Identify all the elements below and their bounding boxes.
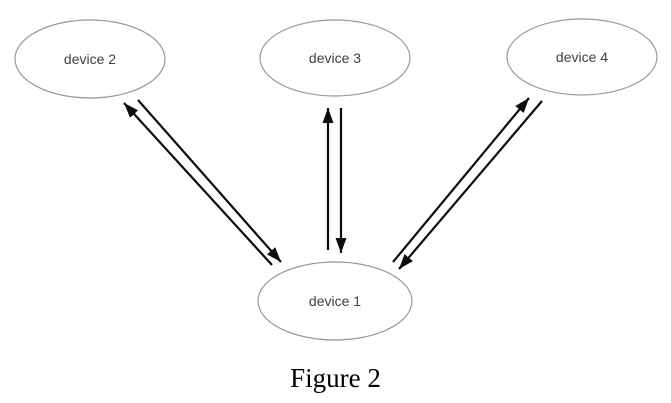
device-4-node [506,18,658,96]
arrow-device1-to-device2 [123,102,273,266]
device-3-node [259,19,411,97]
arrow-device4-to-device1 [398,100,543,270]
figure-caption: Figure 2 [290,363,381,393]
arrow-device2-to-device1 [137,99,282,263]
device-1-label: device 1 [309,293,361,309]
device-1-node [257,261,413,341]
device-2-label: device 2 [64,51,116,67]
device-2-node [14,19,166,99]
device-3-label: device 3 [309,50,361,66]
arrow-device1-to-device4 [392,97,530,263]
device-4-label: device 4 [556,49,608,65]
